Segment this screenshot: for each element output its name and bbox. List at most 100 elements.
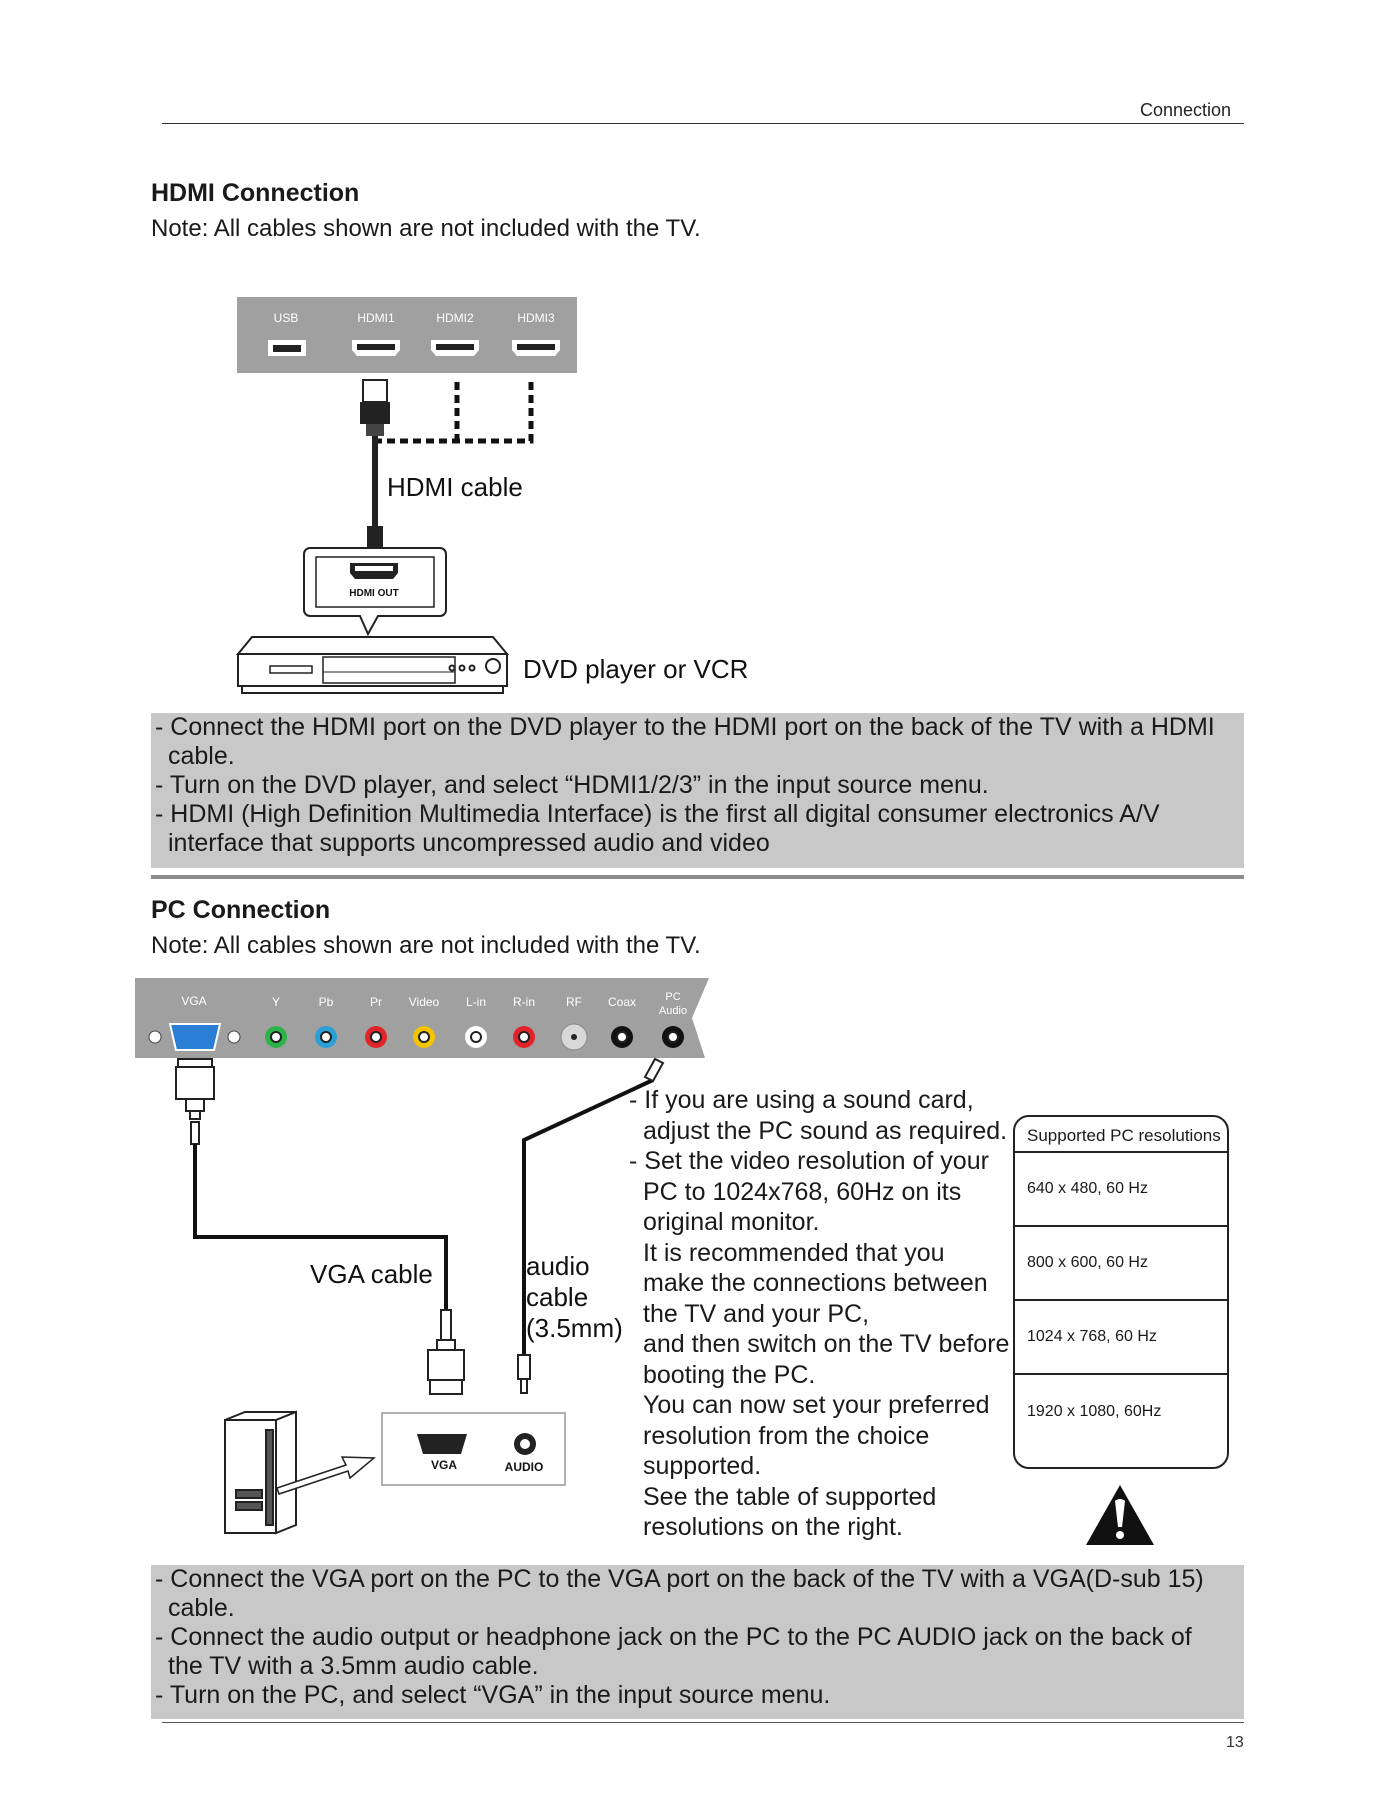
- pc-instruction-line: - Turn on the PC, and select “VGA” in th…: [155, 1681, 831, 1709]
- vga-cable: [193, 1144, 448, 1310]
- hdmi-plug-icon: [360, 379, 390, 436]
- hdmi2-port-icon: [431, 340, 479, 356]
- y-port-icon: [265, 1026, 287, 1048]
- port-label-y: Y: [272, 995, 280, 1009]
- pc-connection-diagram: VGA Y Pb Pr Video L-in R-in RF Coax PC A…: [135, 978, 709, 1535]
- usb-port-icon: [268, 340, 306, 356]
- hdmi-section-title: HDMI Connection: [151, 179, 360, 207]
- pc-tip-line: - If you are using a sound card,: [629, 1086, 974, 1114]
- r-in-port-icon: [513, 1026, 535, 1048]
- pc-tip-line: and then switch on the TV before: [643, 1330, 1010, 1358]
- pc-note: Note: All cables shown are not included …: [151, 932, 701, 959]
- pc-audio-jack-icon: [514, 1433, 536, 1455]
- vga-port-icon: [148, 1023, 241, 1051]
- hdmi-plug-lower-icon: [367, 526, 383, 552]
- hdmi-connection-diagram: USB HDMI1 HDMI2 HDMI3 HDMI OUT HDMI cabl…: [235, 297, 748, 694]
- pc-tower-icon: [224, 1410, 297, 1535]
- port-label-vga: VGA: [181, 994, 206, 1008]
- pc-tips: - If you are using a sound card, adjust …: [629, 1085, 1009, 1543]
- port-label-pc: PC: [665, 991, 680, 1003]
- hdmi-instructions: - Connect the HDMI port on the DVD playe…: [151, 713, 1244, 868]
- hdmi-cable-label: HDMI cable: [387, 472, 523, 502]
- pc-tip-line: original monitor.: [643, 1208, 820, 1236]
- resolution-row: 1920 x 1080, 60Hz: [1027, 1403, 1162, 1420]
- pc-tip-line: resolutions on the right.: [643, 1513, 903, 1541]
- hdmi1-port-icon: [352, 340, 400, 356]
- pc-tip-line: make the connections between: [643, 1269, 988, 1297]
- rf-port-icon: [560, 1023, 588, 1051]
- audio-cable-label-line: (3.5mm): [526, 1313, 623, 1343]
- pc-tip-line: supported.: [643, 1452, 762, 1480]
- port-label-rf: RF: [566, 995, 582, 1009]
- pc-tip-line: the TV and your PC,: [643, 1299, 870, 1328]
- pc-tip-line: booting the PC.: [643, 1360, 816, 1389]
- running-header: Connection: [1140, 100, 1232, 120]
- tv-hdmi-port-panel: [237, 297, 577, 373]
- section-divider: [151, 875, 1244, 879]
- hdmi-instruction-line: - HDMI (High Definition Multimedia Inter…: [155, 800, 1160, 828]
- resolution-row: 800 x 600, 60 Hz: [1015, 1227, 1227, 1301]
- supported-resolutions-table: Supported PC resolutions 640 x 480, 60 H…: [1013, 1115, 1229, 1469]
- port-label-pr: Pr: [370, 995, 382, 1009]
- pc-vga-port-icon: [417, 1434, 467, 1454]
- coax-port-icon: [611, 1026, 633, 1048]
- l-in-port-icon: [465, 1026, 487, 1048]
- audio-cable-label-line: cable: [526, 1282, 588, 1312]
- pc-audio-port-icon: [662, 1026, 684, 1048]
- hdmi-out-port-icon: [350, 563, 398, 579]
- hdmi-instruction-line: - Turn on the DVD player, and select “HD…: [155, 771, 989, 799]
- hdmi-instruction-line: interface that supports uncompressed aud…: [168, 829, 770, 857]
- port-label-audio: Audio: [659, 1005, 687, 1017]
- port-label-pb: Pb: [319, 995, 334, 1009]
- pc-tip-line: - Set the video resolution of your: [629, 1147, 989, 1175]
- pc-vga-label: VGA: [431, 1458, 457, 1472]
- resolution-row: 1024 x 768, 60 Hz: [1015, 1301, 1227, 1375]
- hdmi-note: Note: All cables shown are not included …: [151, 215, 701, 242]
- dvd-player-label: DVD player or VCR: [523, 654, 748, 684]
- resolution-row: 640 x 480, 60 Hz: [1015, 1153, 1227, 1227]
- pc-tip-line: resolution from the choice: [643, 1421, 930, 1450]
- port-label-usb: USB: [274, 311, 299, 325]
- hdmi-out-label: HDMI OUT: [349, 588, 398, 599]
- resolutions-table-header: Supported PC resolutions: [1015, 1117, 1227, 1153]
- arrow-icon: [276, 1456, 376, 1495]
- pc-instruction-line: - Connect the VGA port on the PC to the …: [155, 1565, 1204, 1593]
- hdmi3-port-icon: [512, 340, 560, 356]
- alternative-connection-dashes: [377, 382, 534, 444]
- pc-rear-panel: [381, 1412, 566, 1486]
- pc-instruction-line: the TV with a 3.5mm audio cable.: [168, 1652, 539, 1680]
- pb-port-icon: [315, 1026, 337, 1048]
- pc-tip-line: It is recommended that you: [643, 1238, 945, 1267]
- hdmi-instruction-line: cable.: [168, 742, 235, 770]
- dvd-player-icon: [235, 636, 510, 694]
- pr-port-icon: [365, 1026, 387, 1048]
- hdmi-instruction-line: - Connect the HDMI port on the DVD playe…: [155, 713, 1215, 741]
- audio-plug-icon: [517, 1057, 665, 1394]
- pc-tip-line: See the table of supported: [643, 1482, 937, 1511]
- pc-instructions: - Connect the VGA port on the PC to the …: [151, 1565, 1244, 1719]
- port-label-hdmi2: HDMI2: [436, 311, 474, 325]
- vga-plug-pc-icon: [427, 1309, 465, 1395]
- vga-plug-icon: [175, 1058, 215, 1145]
- warning-triangle-icon: [1086, 1485, 1154, 1545]
- pc-audio-label: AUDIO: [505, 1460, 544, 1474]
- audio-cable-label-line: audio: [526, 1251, 590, 1281]
- port-label-video: Video: [409, 995, 440, 1009]
- pc-tip-line: You can now set your preferred: [643, 1391, 990, 1419]
- page-number: 13: [1226, 1734, 1244, 1751]
- pc-instruction-line: cable.: [168, 1594, 235, 1622]
- port-label-hdmi3: HDMI3: [517, 311, 555, 325]
- footer-rule: [162, 1722, 1244, 1723]
- pc-tip-line: PC to 1024x768, 60Hz on its: [643, 1177, 962, 1206]
- pc-tip-line: adjust the PC sound as required.: [643, 1116, 1008, 1145]
- port-label-r-in: R-in: [513, 995, 535, 1009]
- port-label-coax: Coax: [608, 995, 636, 1009]
- video-port-icon: [413, 1026, 435, 1048]
- port-label-hdmi1: HDMI1: [357, 311, 395, 325]
- port-label-l-in: L-in: [466, 995, 486, 1009]
- vga-cable-label: VGA cable: [310, 1259, 433, 1289]
- pc-section-title: PC Connection: [151, 896, 331, 924]
- audio-cable: [522, 1078, 654, 1355]
- pc-instruction-line: - Connect the audio output or headphone …: [155, 1623, 1192, 1651]
- header-rule: [162, 123, 1244, 124]
